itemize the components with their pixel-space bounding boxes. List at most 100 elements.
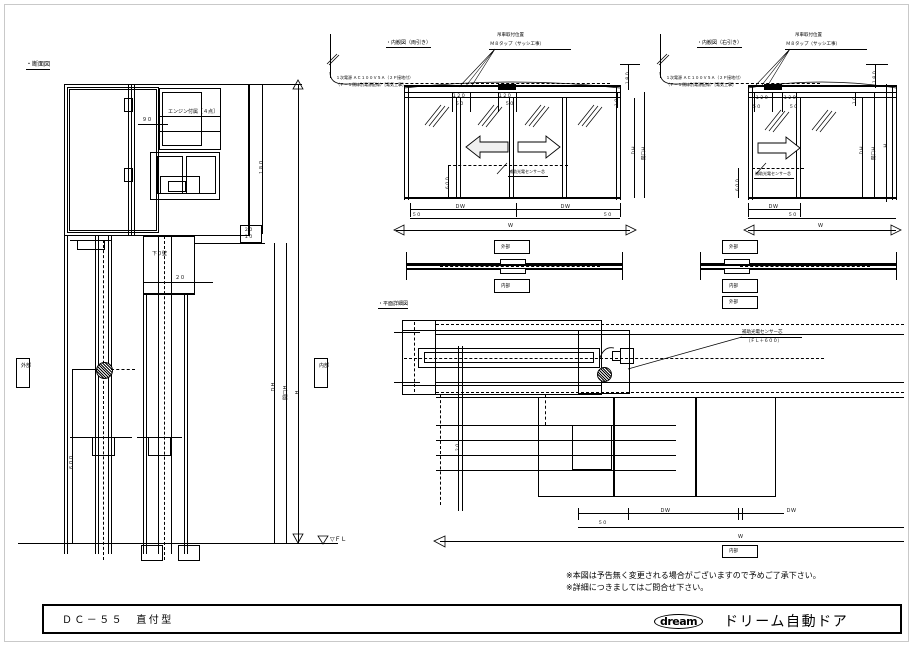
title-block: ＤＣ－５５ 直付型 dream ドリーム自動ドア	[42, 604, 902, 634]
dim-H-single-line	[886, 84, 887, 202]
plan-interior-label-double: 内部	[501, 283, 510, 288]
dim180-single-line	[875, 64, 876, 88]
company-name: ドリーム自動ドア	[724, 613, 849, 629]
sill-left	[141, 545, 163, 561]
double-leaf-div-1	[456, 97, 457, 197]
carrier-detail-2	[168, 181, 186, 192]
drop-wall-label: 下り壁	[152, 251, 168, 257]
dim-180-top	[248, 84, 302, 85]
plan-endcap-center	[414, 322, 415, 392]
dim-openH-single-line	[874, 92, 875, 198]
plan-engine-line-2	[402, 385, 602, 386]
plan-sensor-note-1: 補助光電センサー芯	[742, 329, 783, 334]
dim600-single-line	[738, 168, 739, 198]
plan-inner-box	[572, 425, 612, 470]
plan-dim-DW-text-2: ＤＷ	[786, 508, 797, 514]
engine-divider	[159, 116, 221, 117]
dim50-single-text2: ５０	[789, 104, 798, 109]
glass-hatch-single-2	[811, 109, 837, 133]
dim10-double-line	[617, 92, 618, 108]
power-note-single-line1: １次電源 ＡＣ１００Ｖ５Ａ（２Ｐ接地付）	[666, 75, 744, 80]
glass-hatch-3	[524, 104, 550, 128]
dim10-double-text: １０	[614, 98, 619, 107]
dim-50-text-b: ５０	[603, 212, 612, 217]
plan-strip-single-2	[700, 268, 896, 270]
dim-W-single-arrow-left	[743, 224, 755, 236]
double-header-beam-3	[404, 97, 620, 98]
dim-DW-text-1: ＤＷ	[455, 204, 466, 210]
plan-dim-DW-line-1	[578, 513, 784, 514]
note-line-2: ※詳細につきましてはご問合せ下さい。	[566, 583, 709, 592]
dim120-single-l3	[782, 92, 783, 112]
double-jamb-right	[616, 85, 617, 200]
dim-W-arrow-left	[393, 224, 405, 236]
sensor-note-double: 補助光電センサー芯	[509, 169, 545, 174]
dim600-double-line	[448, 165, 449, 197]
dim-600-text: ６００	[69, 454, 75, 470]
dim-180-line	[262, 84, 263, 234]
dim180-single-text: １８０	[872, 70, 877, 85]
plan-rail-centerline	[404, 358, 824, 359]
dim-600-line	[72, 369, 73, 543]
section-header-right-edge	[249, 84, 250, 236]
dim-DW-single-line	[748, 209, 800, 210]
plan-strip-tick-r	[622, 252, 623, 280]
arrow-left-icon	[465, 135, 509, 159]
jamb-bracket-1	[124, 98, 133, 112]
hanger-note-line1: 吊車取付位置	[497, 32, 524, 37]
plan-dim-50-line	[578, 527, 904, 528]
dim600-single-text: ６００	[735, 178, 740, 193]
sensor-leader-left	[72, 369, 96, 370]
sensor-leader-mark	[496, 162, 508, 175]
dim-180-text: １８０	[259, 159, 265, 175]
double-leaf-div-2b	[566, 97, 567, 197]
plan-interior-label-box-double: 内部	[494, 279, 530, 293]
carrier-detail	[160, 176, 200, 194]
dim-step-line	[195, 243, 265, 244]
dim600-double-text: ６００	[445, 176, 450, 191]
dim180-single-top-tick	[866, 64, 888, 65]
door-leaf-1-right2	[111, 236, 112, 554]
dim-W-single-text: Ｗ	[818, 223, 824, 229]
door-leaf-2-right	[184, 294, 185, 554]
double-leaf-div-2	[562, 97, 563, 197]
power-elbow-single	[659, 71, 690, 85]
dim-openH-double-line	[644, 92, 645, 198]
left-wall-line	[64, 236, 65, 554]
dim-20-text: ２０	[175, 275, 186, 281]
section-interior-label-box: 内部	[314, 358, 329, 388]
dim-DW-single-text: ＤＷ	[768, 204, 779, 210]
plan-strip-single-center-2	[724, 268, 750, 274]
plan-dim-tick-4	[742, 508, 743, 520]
dim-DH-double-text: ＤＨ	[631, 146, 636, 155]
dim-W-single-arrow-right	[890, 224, 902, 236]
hanger-note-line2: Ｍ８タップ（サッシ工事）	[490, 41, 544, 46]
power-note-single-line2: （Ｆ－１側は別電源配線）［電気工事］	[666, 82, 736, 87]
model-name: ＤＣ－５５ 直付型	[62, 615, 174, 626]
plan-exterior-label-box-single: 外部	[722, 240, 758, 254]
engine-annotation: エンジン付属［４点］	[168, 109, 219, 115]
plan-dim-W-text: Ｗ	[738, 534, 744, 540]
plan-interior-label-single: 内部	[729, 283, 738, 288]
dim-W-text: Ｗ	[508, 223, 514, 229]
plan-sensor-symbol	[597, 367, 612, 382]
glass-stop-1	[92, 437, 115, 456]
plan-door-panel-3	[696, 397, 776, 497]
dim120-l3	[498, 92, 499, 112]
plan-strip-single-center	[724, 259, 750, 265]
plan-door-panel-2	[614, 397, 696, 497]
plan-exterior-label-single: 外部	[729, 244, 738, 249]
dim120-text-1: １２０	[452, 93, 466, 98]
plan-motor-curve	[599, 347, 615, 359]
power-note-line2: （Ｆ－１側は別電源配線）［電気工事］	[336, 82, 406, 87]
plan-vert-ref-2	[462, 346, 463, 511]
elevation-double-label: ・内観図（両引き）	[386, 40, 432, 48]
engine-body-outline	[159, 88, 221, 150]
plan-strip-single-tick-r	[896, 252, 897, 280]
plan-sensor-note-underline	[740, 337, 802, 338]
plan-dim-W-line	[440, 541, 904, 542]
dim-DH-double-line	[634, 98, 635, 198]
door-leaf-2-left2	[146, 294, 147, 554]
plan-strip-single-tick-l	[700, 252, 701, 280]
plan-extra-label-box: 外部	[722, 296, 758, 309]
